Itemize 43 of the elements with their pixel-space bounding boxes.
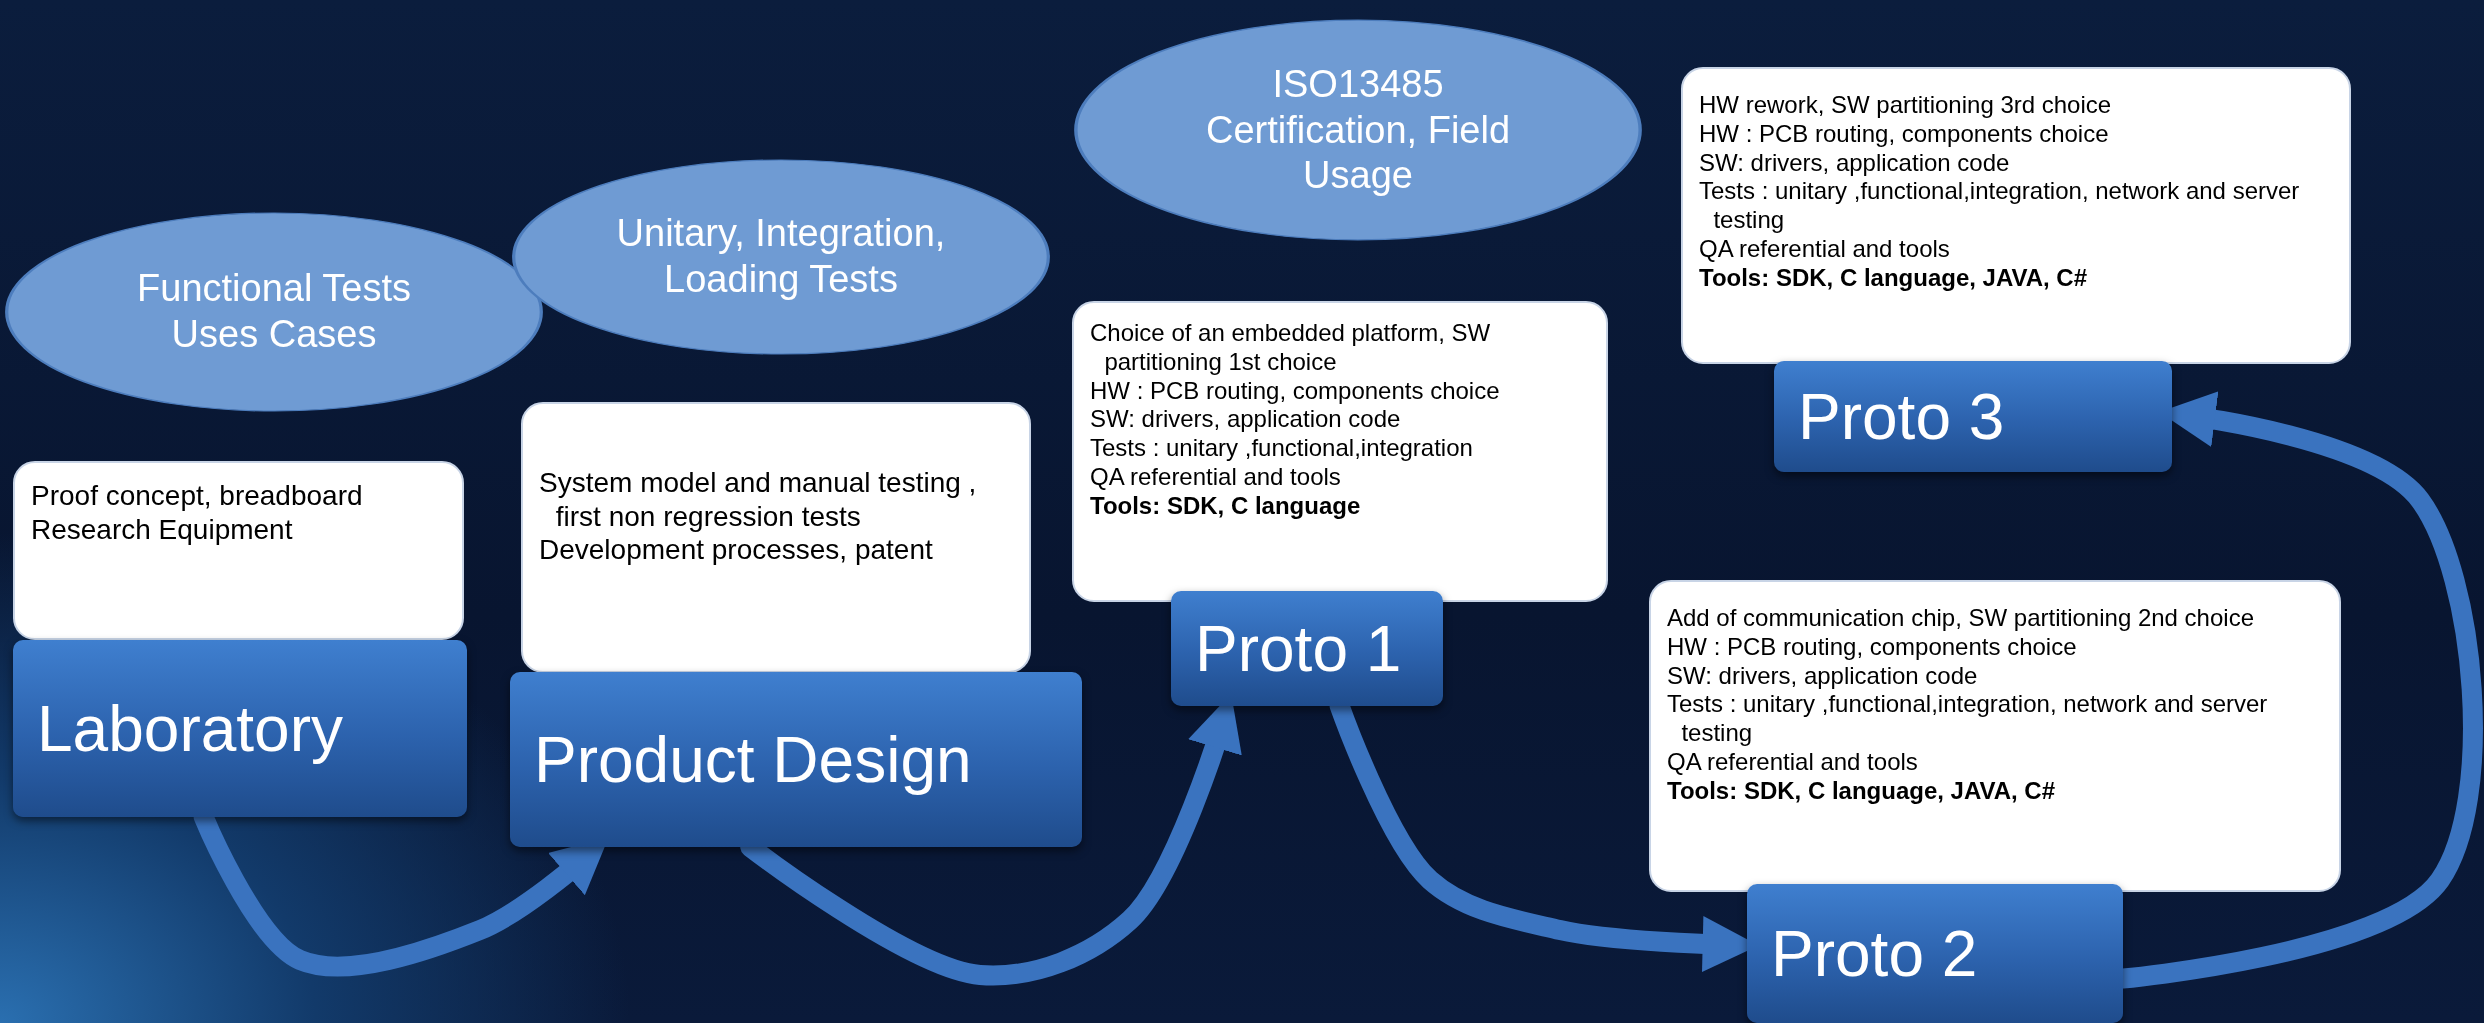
stage-title: Proto 2 [1771, 916, 1978, 991]
note-text: SW: drivers, application code [1667, 661, 1979, 691]
stage-box [13, 640, 467, 817]
note-text: HW : PCB routing, components choice [1667, 632, 2078, 662]
note-text: QA referential and tools [1667, 748, 1919, 777]
stage-title: Proto 3 [1798, 379, 2005, 454]
note-text: SW: drivers, application code [1090, 405, 1402, 435]
note-text: Proof concept, breadboard [31, 479, 364, 513]
stage-box [510, 672, 1082, 847]
note-text: Tests : unitary ,functional,integration, network and server testing [1699, 177, 2301, 235]
note-text: Add of communication chip, SW partitioning 2nd choice [1667, 604, 2255, 633]
stage-title: Laboratory [37, 691, 343, 766]
bubble-text: ISO13485 Certification, Field Usage [1204, 61, 1512, 198]
note-text: Tools: SDK, C language, JAVA, C# [1667, 776, 2057, 806]
note-text: System model and manual testing , first non regression tests [539, 466, 978, 534]
note-text: Research Equipment [31, 512, 294, 547]
stage-title: Proto 1 [1195, 611, 1402, 686]
note-text: Tests : unitary ,functional,integration, network and server testing [1667, 690, 2269, 748]
note-card [1681, 67, 2351, 364]
note-card [13, 461, 464, 640]
note-text: HW : PCB routing, components choice [1699, 119, 2110, 149]
note-text: HW rework, SW partitioning 3rd choice [1699, 91, 2113, 120]
note-text: Tools: SDK, C language [1090, 491, 1362, 521]
stage-box [1747, 884, 2123, 1023]
note-card [1649, 580, 2341, 892]
note-text: Development processes, patent [539, 533, 934, 567]
note-card [1072, 301, 1608, 602]
note-card [521, 402, 1031, 673]
ellipse-bubble [4, 212, 544, 412]
note-text: Tools: SDK, C language, JAVA, C# [1699, 263, 2089, 293]
note-text: HW : PCB routing, components choice [1090, 376, 1501, 406]
note-text: Tests : unitary ,functional,integration [1090, 434, 1474, 463]
ellipse-bubble [1073, 19, 1643, 241]
note-text: QA referential and tools [1090, 463, 1342, 492]
bubble-text: Functional Tests Uses Cases [136, 266, 412, 357]
ellipse-bubble [511, 159, 1051, 355]
stage-box [1774, 361, 2172, 472]
note-text: Choice of an embedded platform, SW partitioning 1st choice [1090, 319, 1492, 377]
bubble-text: Unitary, Integration, Loading Tests [615, 211, 947, 302]
note-text: QA referential and tools [1699, 235, 1951, 264]
note-text: SW: drivers, application code [1699, 148, 2011, 178]
stage-box [1171, 591, 1443, 706]
stage-title: Product Design [534, 722, 972, 797]
